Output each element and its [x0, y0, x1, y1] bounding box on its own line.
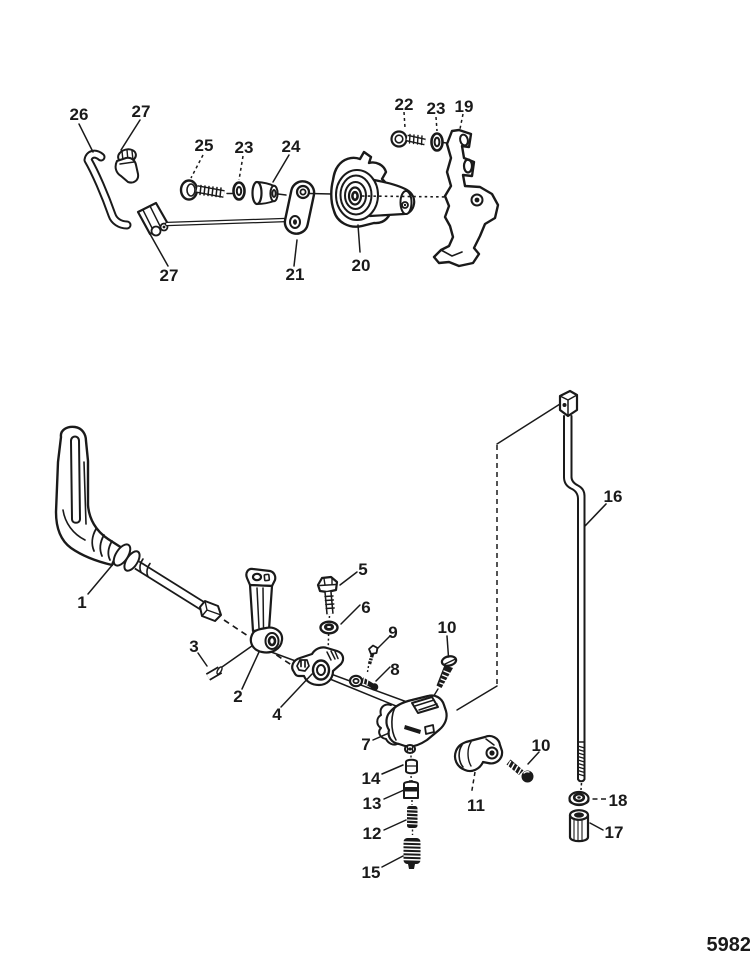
callout-part23-right: 23	[427, 99, 446, 118]
part-3-pin	[205, 666, 223, 681]
callout-part10-bolt: 10	[532, 736, 551, 755]
callout-part19: 19	[455, 97, 474, 116]
part-2-pivot-bracket	[245, 567, 284, 654]
callout-part9: 9	[388, 623, 397, 642]
part-10-screw-upper	[436, 655, 458, 688]
callout-part16: 16	[604, 487, 623, 506]
part-11-cam-follower	[453, 734, 504, 794]
part-6-washer	[319, 620, 339, 657]
upper-leader-lines	[78, 111, 464, 267]
callout-part5: 5	[358, 560, 367, 579]
callout-labels: 26 27 25 23 24 27 21 20 22 23 19 1 3 2 4…	[70, 95, 750, 955]
callout-part15: 15	[362, 863, 381, 882]
callout-part21: 21	[286, 265, 305, 284]
part-9-set-screw	[366, 644, 379, 673]
part-23-washer-left	[232, 181, 246, 201]
part-22-screw	[390, 130, 426, 148]
callout-part17: 17	[605, 823, 624, 842]
part-19-mounting-bracket	[432, 128, 500, 268]
part-16-shift-rod	[558, 389, 586, 791]
callout-part22: 22	[395, 95, 414, 114]
callout-part26: 26	[70, 105, 89, 124]
part-25-screw	[179, 179, 233, 201]
callout-part1: 1	[77, 593, 86, 612]
callout-part13: 13	[363, 794, 382, 813]
callout-part11: 11	[467, 796, 485, 815]
callout-part6: 6	[361, 598, 370, 617]
callout-part27-top: 27	[132, 102, 151, 121]
callout-part14: 14	[362, 769, 381, 788]
callout-part23-left: 23	[235, 138, 254, 157]
part-4-link-arm	[291, 646, 345, 687]
part-24-bushing	[251, 180, 287, 206]
callout-part2: 2	[233, 687, 242, 706]
callout-part8: 8	[390, 660, 399, 679]
callout-part3: 3	[189, 637, 198, 656]
callout-part12: 12	[363, 824, 382, 843]
upper-linkage-assembly	[78, 111, 500, 268]
callout-part7: 7	[361, 735, 370, 754]
callout-part4: 4	[272, 705, 282, 724]
part-10-screw-lower	[506, 759, 534, 783]
lower-linkage-assembly	[54, 389, 607, 869]
part-27-clamp-lower	[136, 201, 170, 237]
part-27-clamp-upper	[114, 148, 140, 184]
part-13-plug	[403, 780, 419, 805]
part-21-link-plate	[283, 180, 333, 235]
callout-part24: 24	[282, 137, 301, 156]
part-18-locknut	[568, 790, 606, 807]
part-15-spring	[402, 838, 422, 869]
callout-part18: 18	[609, 791, 628, 810]
callout-part20: 20	[352, 256, 371, 275]
callout-part25: 25	[195, 136, 214, 155]
callout-part27-bottom: 27	[160, 266, 179, 285]
drawing-number: 5982	[707, 934, 750, 955]
part-23-washer-right	[430, 132, 455, 152]
part-12-spring	[406, 806, 419, 835]
part-1-throttle-lever	[54, 425, 222, 622]
part-8-grommet-screw	[348, 674, 379, 691]
part-17-spacer-sleeve	[568, 809, 590, 843]
callout-part10-screw: 10	[438, 618, 457, 637]
part-26-link-rod	[83, 149, 132, 230]
part-5-bolt	[316, 575, 339, 623]
part-20-throttle-cam	[330, 150, 453, 253]
part-14-bushing	[405, 758, 418, 782]
throttle-link-rod	[164, 217, 289, 227]
lower-leader-lines	[87, 503, 607, 868]
part-7-cam-block	[376, 694, 448, 759]
